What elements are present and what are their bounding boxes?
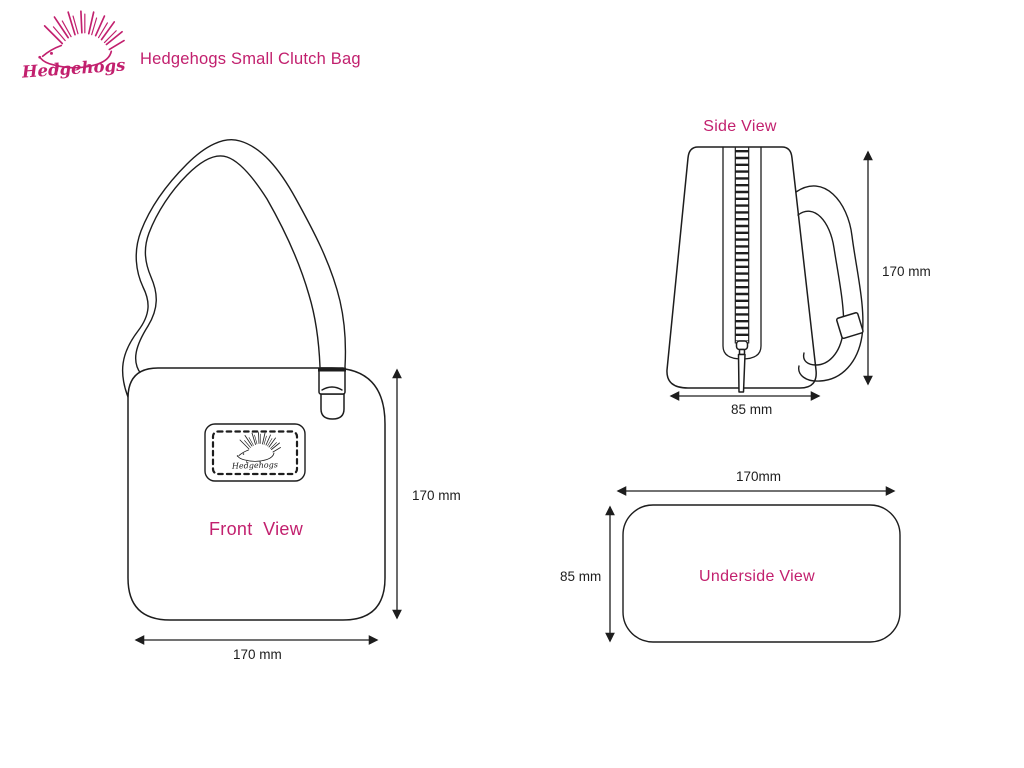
- underside-view-drawing: [605, 486, 901, 643]
- front-strap-outer-line: [122, 139, 347, 403]
- side-height-dimension: 170 mm: [882, 264, 931, 279]
- logo-wordmark: Hedgehogs: [20, 55, 126, 81]
- front-strap-buckle: [318, 367, 346, 420]
- side-view-drawing: [666, 146, 873, 401]
- front-strap-inner-line: [134, 155, 321, 375]
- hedgehog-logo-icon: Hedgehogs: [20, 10, 126, 82]
- side-strap-buckle: [836, 312, 864, 340]
- front-height-dimension: 170 mm: [412, 488, 461, 503]
- front-bag-body: [127, 367, 386, 621]
- patch-stitching: [211, 430, 299, 476]
- underside-outline: [622, 504, 901, 643]
- underside-view-label: Underside View: [699, 568, 815, 585]
- front-view-label: Front View: [208, 519, 304, 539]
- patch-text: Hedgehogs: [231, 460, 278, 471]
- underside-width-dimension: 170mm: [736, 469, 782, 484]
- underside-height-dimension: 85 mm: [560, 569, 602, 584]
- side-strap-outer-line: [795, 185, 864, 382]
- side-view-label: Side View: [703, 118, 777, 135]
- page-title: Hedgehogs Small Clutch Bag: [140, 50, 361, 68]
- front-label-patch: Hedgehogs: [204, 423, 306, 482]
- front-view-drawing: Hedgehogs: [122, 139, 402, 645]
- side-width-dimension: 85 mm: [731, 402, 773, 417]
- front-width-dimension: 170 mm: [233, 647, 282, 662]
